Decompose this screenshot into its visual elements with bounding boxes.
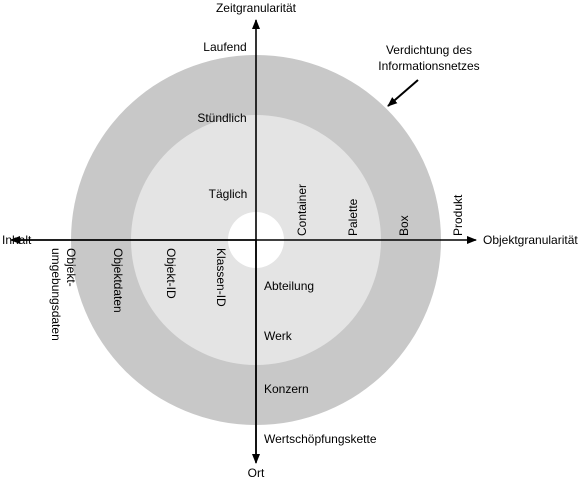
time-level-stuendlich: Stündlich (197, 111, 246, 125)
location-level-abteilung: Abteilung (264, 279, 314, 293)
object-level-produkt: Produkt (451, 194, 465, 236)
axis-label-right: Objektgranularität (483, 233, 578, 247)
location-level-werk: Werk (264, 329, 293, 343)
content-level-objekt-id: Objekt-ID (164, 248, 178, 299)
content-level-klassen-id: Klassen-ID (214, 248, 228, 307)
content-level-umgebung-line-2: umgebungsdaten (49, 248, 63, 341)
axis-label-bottom: Ort (248, 466, 265, 480)
object-level-box: Box (397, 215, 411, 236)
annotation-arrow (387, 79, 419, 107)
object-level-container: Container (295, 184, 309, 236)
content-level-umgebung-line-1: Objekt- (64, 248, 78, 287)
time-level-laufend: Laufend (203, 40, 246, 54)
location-level-konzern: Konzern (264, 382, 309, 396)
annotation-line-1: Verdichtung des (386, 43, 472, 57)
time-level-taeglich: Täglich (209, 187, 248, 201)
content-level-objektdaten: Objektdaten (111, 248, 125, 313)
axis-label-left: Inhalt (2, 233, 32, 247)
object-level-palette: Palette (346, 198, 360, 236)
location-level-wertschoepfungskette: Wertschöpfungskette (264, 432, 377, 446)
axis-label-top: Zeitgranularität (216, 1, 297, 15)
annotation-line-2: Informationsnetzes (378, 59, 479, 73)
